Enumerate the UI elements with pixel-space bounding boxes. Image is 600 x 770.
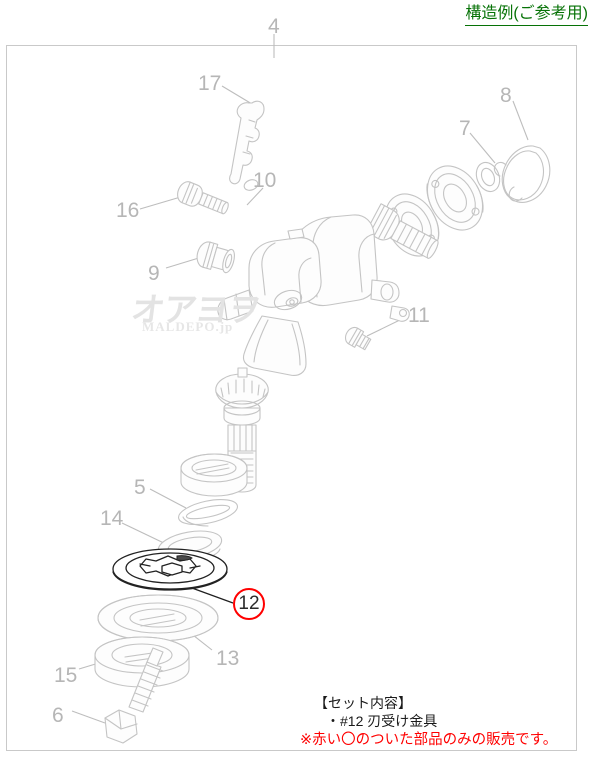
callout-14: 14 — [100, 507, 124, 530]
set-contents-item: ・#12 刃受け金具 — [326, 713, 438, 730]
part-17-clip — [229, 100, 265, 191]
callout-9: 9 — [148, 262, 160, 285]
part-8-snap-ring — [493, 145, 551, 203]
callout-8: 8 — [500, 84, 512, 107]
callout-16: 16 — [116, 199, 140, 222]
set-contents-title: 【セット内容】 — [314, 695, 412, 711]
part-6-hex-bolt — [104, 647, 164, 744]
part-11-screw — [344, 326, 372, 351]
part-15-cup — [94, 636, 190, 688]
highlight-marker-12: 12 — [233, 588, 265, 620]
part-16-bolt — [177, 181, 229, 215]
diagram-frame — [6, 45, 577, 751]
callout-11: 11 — [408, 304, 430, 327]
callout-7: 7 — [459, 117, 471, 140]
part-7-o-ring — [475, 161, 501, 193]
part-spacer-ring — [180, 453, 248, 497]
red-circle-warning: ※赤い〇のついた部品のみの販売です。 — [300, 731, 558, 748]
part-5-washer — [178, 499, 238, 527]
callout-5: 5 — [134, 476, 146, 499]
callout-15: 15 — [54, 664, 78, 687]
part-10-pinion-gear — [365, 203, 439, 259]
callout-6: 6 — [52, 704, 64, 727]
part-12-blade-holder-highlighted — [112, 548, 228, 591]
part-4-gear-housing — [217, 214, 410, 376]
callout-13: 13 — [216, 647, 240, 670]
reference-note-header: 構造例(ご参考用) — [465, 4, 588, 26]
part-13-lower-plate — [97, 594, 219, 642]
callout-4: 4 — [268, 15, 280, 38]
callout-10: 10 — [253, 169, 277, 192]
part-9-cap-plug — [196, 241, 235, 274]
callout-17: 17 — [198, 72, 222, 95]
set-contents-notes: 【セット内容】 ・#12 刃受け金具 ※赤い〇のついた部品のみの販売です。 — [300, 694, 580, 750]
